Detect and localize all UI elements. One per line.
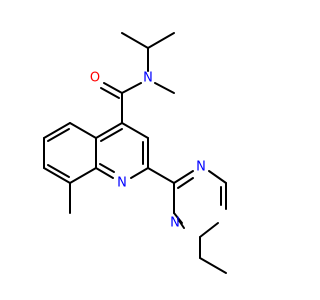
bond <box>43 122 71 139</box>
bond <box>100 87 120 99</box>
bond <box>95 167 114 179</box>
bond <box>99 163 115 173</box>
bond <box>177 177 194 189</box>
bond <box>147 167 175 184</box>
bond <box>208 170 227 184</box>
bond <box>47 128 70 142</box>
bond <box>121 32 149 49</box>
bond <box>147 32 175 49</box>
bond <box>103 82 123 94</box>
bond <box>100 128 123 142</box>
atom-nitrogen-pyrimidine-1: N <box>196 160 206 175</box>
bond <box>47 164 70 178</box>
structure-diagram: O N N N N <box>43 32 227 274</box>
bond <box>121 82 142 94</box>
atom-oxygen: O <box>90 71 100 86</box>
atom-nitrogen-amide: N <box>143 71 153 86</box>
bond <box>69 167 97 184</box>
atoms-layer: O N N N N <box>90 71 206 231</box>
bonds-layer <box>43 32 227 274</box>
atom-nitrogen-quinoline: N <box>117 176 127 191</box>
bond <box>95 122 123 139</box>
bond <box>199 257 227 274</box>
bond <box>43 167 71 184</box>
bond <box>199 222 219 238</box>
bond <box>69 122 97 139</box>
bond <box>173 170 194 184</box>
bond <box>121 122 149 139</box>
atom-nitrogen-pyrimidine-2: N <box>170 216 180 231</box>
bond <box>154 82 175 94</box>
bond <box>130 167 149 179</box>
bond <box>177 218 185 229</box>
molecule-canvas: O N N N N <box>43 32 227 274</box>
